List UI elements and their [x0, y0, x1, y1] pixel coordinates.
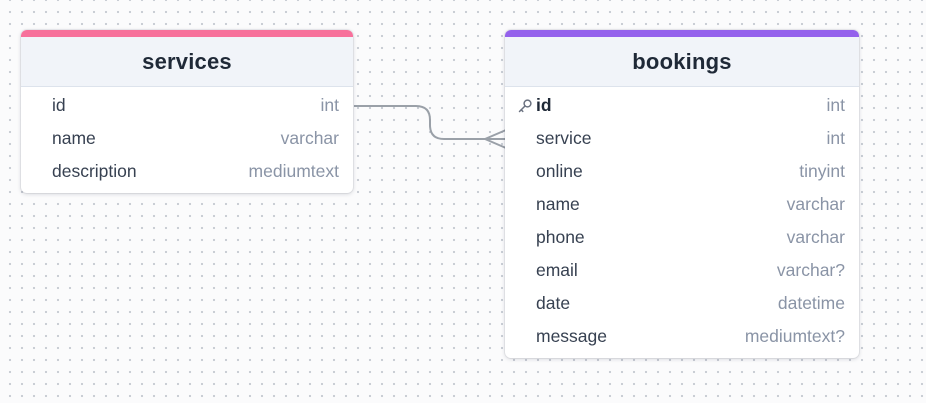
table-accent-bar — [21, 30, 353, 37]
column-type: mediumtext? — [744, 326, 845, 346]
table-row[interactable]: service int — [505, 122, 859, 155]
column-type: mediumtext — [248, 161, 339, 181]
column-name: service — [536, 128, 592, 148]
table-row[interactable]: description mediumtext — [21, 155, 353, 188]
column-type: varchar? — [776, 260, 845, 280]
column-name: date — [536, 293, 571, 313]
connector-line[interactable] — [354, 105, 506, 140]
table-accent-bar — [505, 30, 859, 37]
key-icon — [518, 98, 532, 112]
table-title[interactable]: services — [21, 37, 353, 87]
table-row[interactable]: phone varchar — [505, 221, 859, 254]
column-name: phone — [536, 227, 585, 247]
column-name: name — [536, 194, 580, 214]
crows-foot-icon — [484, 129, 507, 149]
column-name: online — [536, 161, 583, 181]
column-type: int — [826, 128, 845, 148]
table-row[interactable]: message mediumtext? — [505, 320, 859, 353]
column-type: varchar — [786, 227, 845, 247]
table-row[interactable]: name varchar — [505, 188, 859, 221]
column-type: varchar — [786, 194, 845, 214]
column-name: name — [52, 128, 96, 148]
column-type: datetime — [777, 293, 845, 313]
column-name: email — [536, 260, 578, 280]
table-row-primary-key[interactable]: id int — [505, 89, 859, 122]
column-name: id — [52, 95, 66, 115]
column-name: description — [52, 161, 137, 181]
table-row[interactable]: name varchar — [21, 122, 353, 155]
column-type: int — [826, 95, 845, 115]
column-type: int — [320, 95, 339, 115]
table-row[interactable]: date datetime — [505, 287, 859, 320]
table-row[interactable]: email varchar? — [505, 254, 859, 287]
column-type: varchar — [280, 128, 339, 148]
column-name: id — [536, 95, 552, 115]
table-bookings[interactable]: bookings id int service int online tinyi… — [505, 30, 859, 358]
table-row[interactable]: id int — [21, 89, 353, 122]
table-services[interactable]: services id int name varchar description… — [21, 30, 353, 193]
table-row[interactable]: online tinyint — [505, 155, 859, 188]
table-title[interactable]: bookings — [505, 37, 859, 87]
column-name: message — [536, 326, 608, 346]
column-type: tinyint — [799, 161, 845, 181]
